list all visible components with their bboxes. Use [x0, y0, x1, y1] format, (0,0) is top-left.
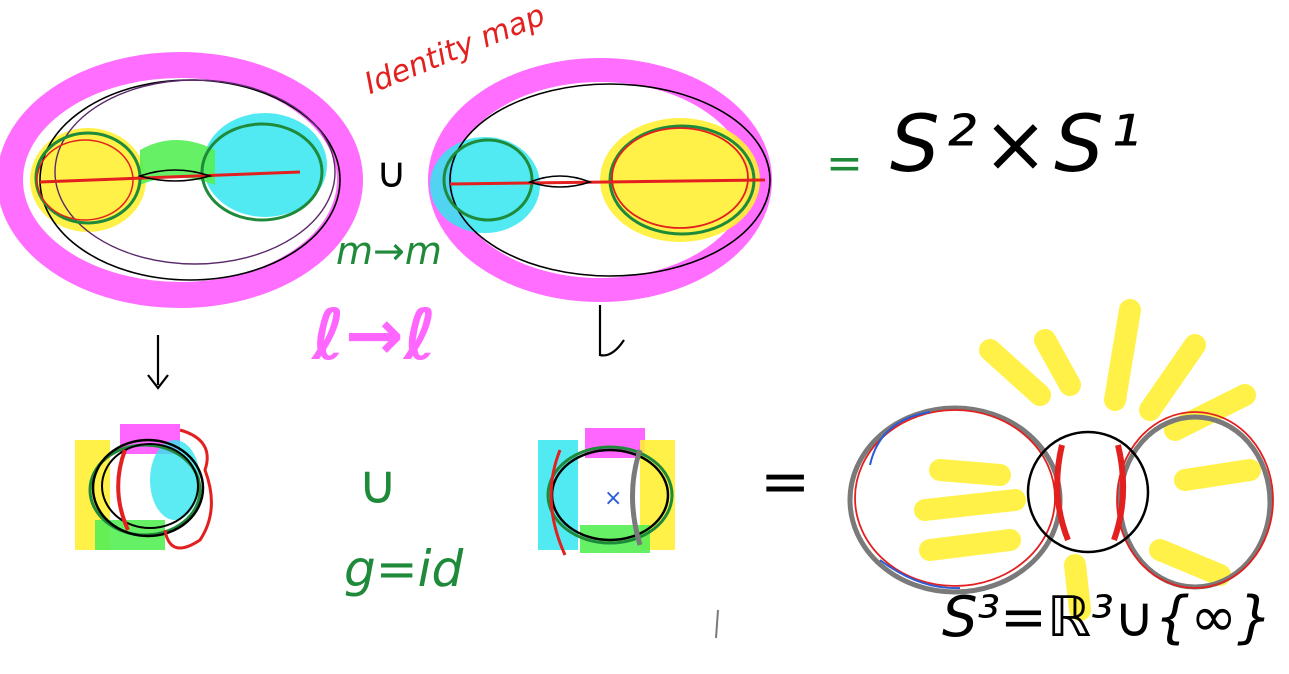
union-symbol-bottom: ∪ [358, 453, 398, 516]
m-to-m-label: m→m [336, 229, 442, 273]
torus-left-red-line [39, 170, 301, 184]
torus-right-green-circle-left [442, 138, 534, 222]
equals-sign-top: = [826, 138, 863, 189]
ball-right: × [538, 428, 675, 556]
s3-center-red-left [1054, 444, 1071, 542]
down-arrow-left [147, 335, 169, 390]
torus-left-green-circle-right [200, 122, 324, 222]
equals-sign-bottom: = [760, 447, 811, 517]
ball-left [75, 424, 213, 550]
torus-right-core [527, 175, 593, 188]
ball-right-gray-arc [630, 449, 643, 546]
torus-left-core [137, 169, 213, 182]
torus-left-black-outline-2 [54, 79, 336, 265]
solid-torus-right [428, 58, 772, 302]
down-arrow-right [598, 305, 625, 357]
s3-center-red-right [1111, 444, 1127, 542]
s3-center-circle [1026, 430, 1150, 554]
torus-left-green-highlight [140, 140, 215, 185]
torus-right-black-outline [449, 83, 771, 277]
torus-left-magenta-highlight [0, 52, 363, 308]
ball-right-red-arc [549, 449, 567, 556]
g-equals-id-label: g=id [344, 540, 464, 598]
union-symbol-top: ∪ [376, 148, 407, 197]
ball-left-red-arc-1 [116, 449, 130, 531]
s3-left-lobe-blue [869, 411, 961, 590]
s3-yellow-rays [914, 299, 1261, 621]
ball-left-red-arc-2 [163, 428, 213, 550]
s3-formula-label: S³=ℝ³∪{∞} [942, 585, 1273, 650]
torus-left-cyan-highlight [203, 113, 327, 217]
ball-left-black-ring-2 [101, 443, 199, 529]
s3-right-lobe-red [1116, 411, 1274, 589]
solid-torus-left [0, 52, 363, 308]
ball-left-black-ring [91, 438, 205, 538]
l-to-l-label: ℓ→ℓ [312, 294, 437, 376]
torus-left-red-circle [36, 139, 134, 221]
ball-right-blue-x: × [604, 486, 622, 511]
stray-mark [715, 609, 719, 639]
torus-right-red-circle [611, 127, 749, 229]
ball-right-green-ring [546, 445, 674, 545]
torus-right-red-line [449, 178, 766, 186]
s3-figure [847, 299, 1274, 621]
s2-times-s1-label: S²×S¹ [890, 100, 1147, 190]
